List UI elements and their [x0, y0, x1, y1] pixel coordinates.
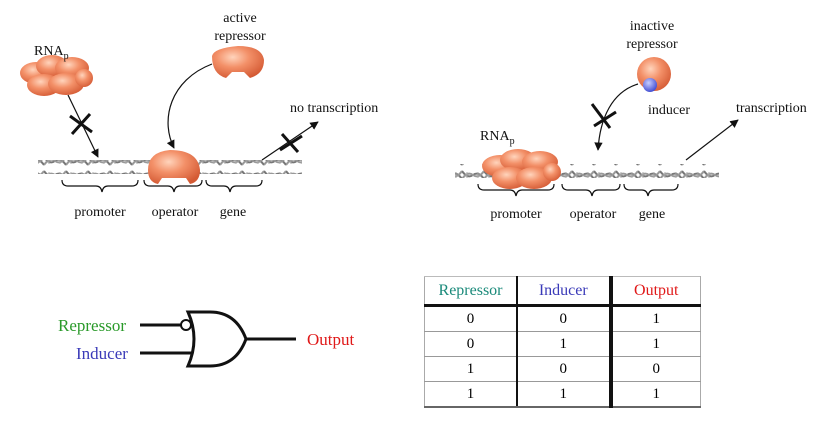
inducer-molecule: [643, 78, 657, 92]
table-row: 1 0 0: [424, 356, 701, 382]
block-mark-transcription: [279, 133, 303, 153]
inactive-binding-arrow: [594, 83, 639, 151]
header-inducer: Inducer: [516, 276, 611, 307]
gate-input-inducer: Inducer: [76, 344, 128, 363]
cell-inducer: 0: [516, 356, 611, 382]
cell-repressor: 1: [424, 356, 518, 382]
block-mark-rnap: [69, 112, 93, 136]
gate-inverter-bubble: [180, 319, 192, 331]
cell-repressor: 1: [424, 381, 518, 408]
rna-polymerase-left: [20, 55, 93, 96]
table-row: 0 0 1: [424, 305, 701, 332]
cell-inducer: 1: [516, 331, 611, 357]
logic-gate: Repressor Inducer Output: [58, 310, 355, 368]
rna-polymerase-right: [482, 149, 561, 189]
right-braces: [477, 183, 679, 197]
rnap-label-right: RNAp: [480, 129, 515, 147]
block-mark-repressor: [590, 103, 617, 129]
cell-repressor: 0: [424, 305, 518, 332]
active-repressor-shape: [212, 46, 264, 78]
left-panel: RNAp active repressor no transcription p…: [20, 11, 378, 220]
left-region-gene: gene: [220, 205, 246, 220]
no-transcription-label: no transcription: [290, 101, 378, 116]
left-region-promoter: promoter: [74, 205, 126, 220]
cell-inducer: 0: [516, 305, 611, 332]
header-output: Output: [608, 276, 701, 307]
cell-output: 1: [608, 331, 701, 357]
repressor-binding-arrow: [166, 63, 213, 149]
left-braces: [61, 179, 263, 193]
transcription-label: transcription: [736, 101, 807, 116]
cell-output: 1: [608, 381, 701, 408]
gate-input-repressor: Repressor: [58, 316, 126, 335]
bound-repressor-shape: [148, 150, 200, 184]
truth-table-header: Repressor Inducer Output: [424, 276, 701, 307]
right-region-promoter: promoter: [490, 207, 542, 222]
cell-output: 0: [608, 356, 701, 382]
active-repressor-label2: repressor: [214, 29, 266, 44]
transcription-arrow: [685, 119, 739, 161]
gate-output-label: Output: [307, 330, 355, 349]
active-repressor-label1: active: [223, 11, 256, 26]
right-region-operator: operator: [570, 207, 617, 222]
or-gate-body: [185, 310, 248, 368]
cell-inducer: 1: [516, 381, 611, 408]
cell-repressor: 0: [424, 331, 518, 357]
inactive-repressor-label2: repressor: [626, 37, 678, 52]
table-row: 0 1 1: [424, 331, 701, 357]
truth-table: Repressor Inducer Output 0 0 1 0 1 1 1 0…: [424, 276, 701, 408]
header-repressor: Repressor: [424, 276, 518, 307]
inactive-repressor-label1: inactive: [630, 19, 674, 34]
cell-output: 1: [608, 305, 701, 332]
left-region-operator: operator: [152, 205, 199, 220]
right-panel: RNAp inactive repressor inducer transcri…: [455, 19, 807, 222]
table-row: 1 1 1: [424, 381, 701, 408]
inducer-label: inducer: [648, 103, 690, 118]
right-region-gene: gene: [639, 207, 665, 222]
rnap-label-left: RNAp: [34, 44, 69, 62]
